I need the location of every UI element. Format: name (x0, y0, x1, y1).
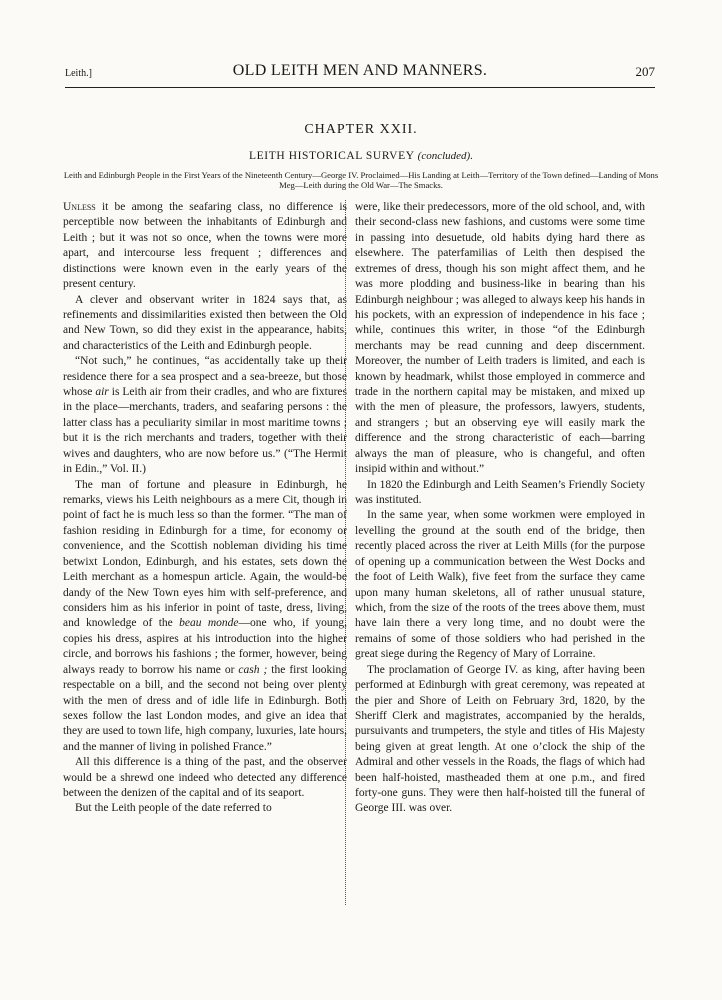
paragraph: were, like their predecessors, more of t… (355, 201, 645, 476)
left-column: Unless it be among the seafaring class, … (63, 200, 347, 817)
chapter-synopsis: Leith and Edinburgh People in the First … (63, 170, 659, 190)
drop-word: Unless (63, 201, 96, 213)
section-note: (concluded). (417, 150, 473, 162)
paragraph-text: the first looking respectable on a bill,… (63, 663, 347, 753)
section-title: LEITH HISTORICAL SURVEY (249, 150, 415, 162)
paragraph: In the same year, when some workmen were… (355, 509, 645, 661)
running-head-left: Leith.] (65, 68, 92, 79)
paragraph: Unless it be among the seafaring class, … (63, 200, 347, 293)
chapter-heading: CHAPTER XXII. (304, 122, 418, 137)
running-head: Leith.] OLD LEITH MEN AND MANNERS. 207 (65, 62, 655, 84)
paragraph-text: is Leith air from their cradles, and who… (63, 386, 347, 476)
paragraph-text: it be among the seafaring class, no diff… (63, 201, 347, 291)
emphasis-text: beau monde (179, 617, 239, 630)
paragraph: The man of fortune and pleasure in Edinb… (63, 478, 347, 756)
header-rule (65, 87, 655, 88)
right-column: were, like their predecessors, more of t… (355, 200, 645, 817)
page-number: 207 (635, 64, 656, 79)
paragraph: All this difference is a thing of the pa… (63, 756, 347, 800)
paragraph: But the Leith people of the date referre… (75, 802, 272, 815)
running-head-title: OLD LEITH MEN AND MANNERS. (232, 62, 488, 79)
emphasis-text: cash ; (238, 663, 268, 676)
paragraph-text: “Not such,” he continues, “as accidental… (63, 355, 347, 399)
paragraph-text: —one who, if young, copies his dress, as… (63, 617, 348, 676)
paragraph: “Not such,” he continues, “as accidental… (63, 354, 347, 477)
paragraph-text: The man of fortune and pleasure in Edinb… (63, 478, 347, 630)
paragraph: The proclamation of George IV. as king, … (355, 663, 645, 815)
section-heading: LEITH HISTORICAL SURVEY (concluded). (0, 150, 722, 162)
paragraph: A clever and observant writer in 1824 sa… (63, 293, 347, 352)
paragraph: In 1820 the Edinburgh and Leith Seamen’s… (355, 478, 645, 507)
column-divider (345, 200, 346, 905)
emphasis-text: air (95, 386, 109, 399)
